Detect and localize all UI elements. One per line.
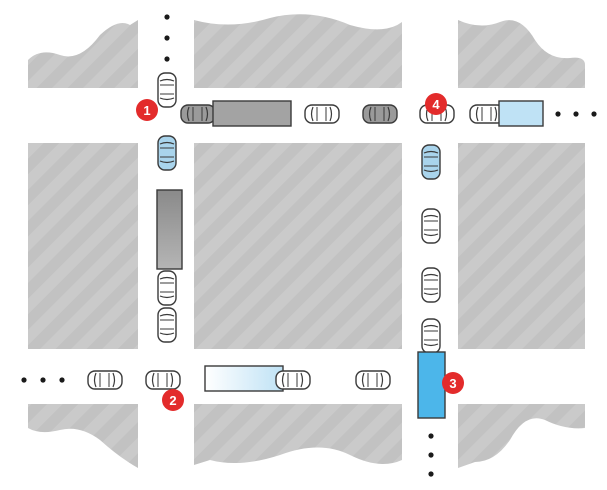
- dot-left: [21, 377, 27, 383]
- continuation-dots: [21, 14, 597, 477]
- truck-blue-right: [417, 351, 446, 419]
- dot-left: [59, 377, 65, 383]
- dot-bottom: [428, 471, 434, 477]
- dot-top: [164, 14, 170, 20]
- marker-4: 4: [425, 93, 447, 115]
- marker-3-label: 3: [449, 376, 456, 391]
- truck-blue-bottom: [204, 365, 284, 392]
- dot-top: [164, 35, 170, 41]
- block-center: [194, 143, 402, 349]
- dot-top: [164, 56, 170, 62]
- vehicles: [87, 72, 544, 419]
- car: [157, 270, 177, 306]
- truck-grey-top: [212, 100, 292, 127]
- marker-1-label: 1: [143, 103, 150, 118]
- block-middle-left: [28, 143, 138, 349]
- car: [275, 370, 311, 390]
- car: [87, 370, 123, 390]
- marker-2-label: 2: [169, 393, 176, 408]
- car: [304, 104, 340, 124]
- car: [157, 307, 177, 343]
- markers: 1 2 3 4: [136, 93, 464, 411]
- block-top-left: [28, 20, 138, 88]
- marker-2: 2: [162, 389, 184, 411]
- block-bottom-left: [28, 404, 138, 468]
- dot-right: [555, 111, 561, 117]
- dot-bottom: [428, 433, 434, 439]
- dot-left: [40, 377, 46, 383]
- car: [421, 267, 441, 303]
- car: [421, 318, 441, 354]
- car: [157, 72, 177, 108]
- block-bottom-right: [458, 404, 585, 468]
- car-grey: [362, 104, 398, 124]
- car: [355, 370, 391, 390]
- truck-grey-left: [156, 189, 183, 270]
- car-blue: [157, 135, 177, 171]
- dot-right: [573, 111, 579, 117]
- city-blocks: [28, 14, 585, 468]
- block-top-middle: [194, 14, 402, 89]
- car-blue: [421, 144, 441, 180]
- block-top-right: [458, 20, 585, 88]
- marker-4-label: 4: [432, 97, 440, 112]
- car: [145, 370, 181, 390]
- block-middle-right: [458, 143, 585, 349]
- car: [421, 208, 441, 244]
- dot-right: [591, 111, 597, 117]
- truck-blue-top-right: [498, 100, 544, 127]
- marker-3: 3: [442, 372, 464, 394]
- marker-1: 1: [136, 99, 158, 121]
- dot-bottom: [428, 452, 434, 458]
- car-grey: [180, 104, 216, 124]
- block-bottom-middle: [194, 404, 402, 465]
